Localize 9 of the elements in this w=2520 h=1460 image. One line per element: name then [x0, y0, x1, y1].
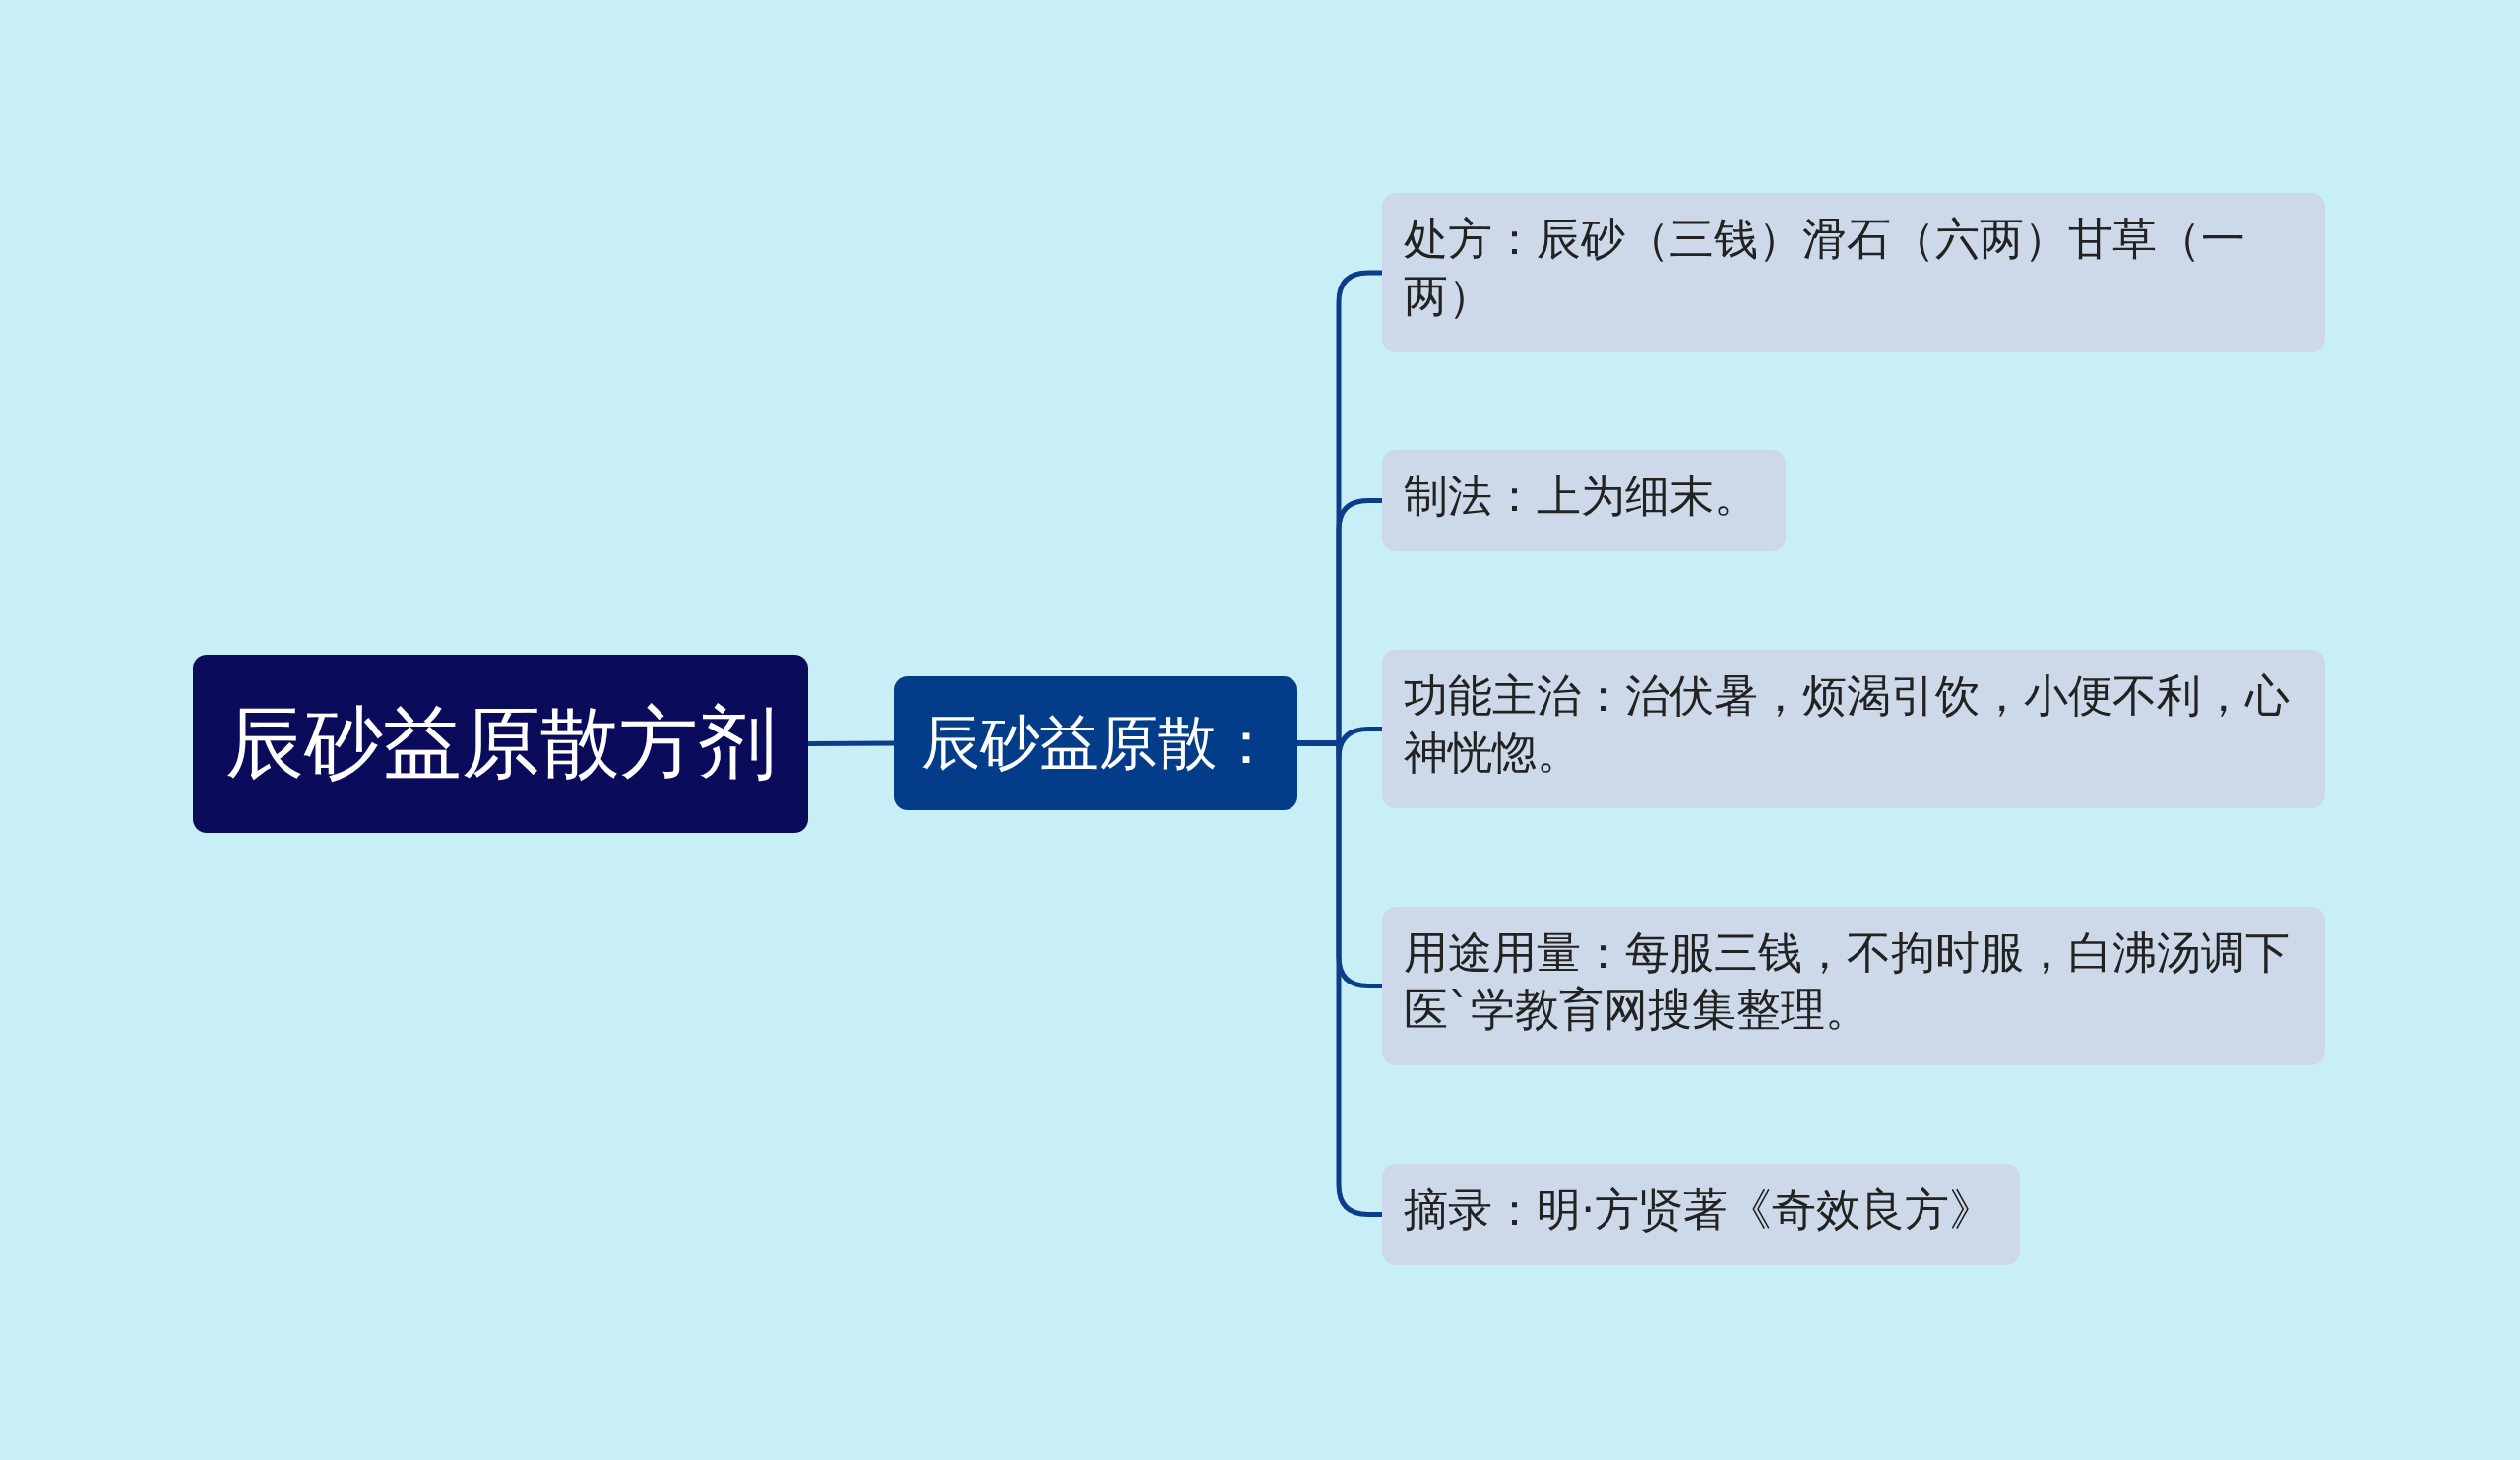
subtopic-box: 摘录：明·方贤著《奇效良方》: [1382, 1164, 2020, 1265]
connector-line: [1297, 740, 1382, 1217]
connector-line: [808, 740, 894, 746]
subtopic-box: 用途用量：每服三钱，不拘时服，白沸汤调下医`学教育网搜集整理。: [1382, 907, 2325, 1065]
subtopic-box: 制法：上为细末。: [1382, 450, 1786, 551]
subtopic-box: 功能主治：治伏暑，烦渴引饮，小便不利，心神恍惚。: [1382, 650, 2325, 808]
root-topic-box: 辰砂益原散方剂: [193, 655, 808, 833]
subtopic-box: 处方：辰砂（三钱）滑石（六两）甘草（一两）: [1382, 193, 2325, 352]
topic-box: 辰砂益原散：: [894, 676, 1297, 810]
